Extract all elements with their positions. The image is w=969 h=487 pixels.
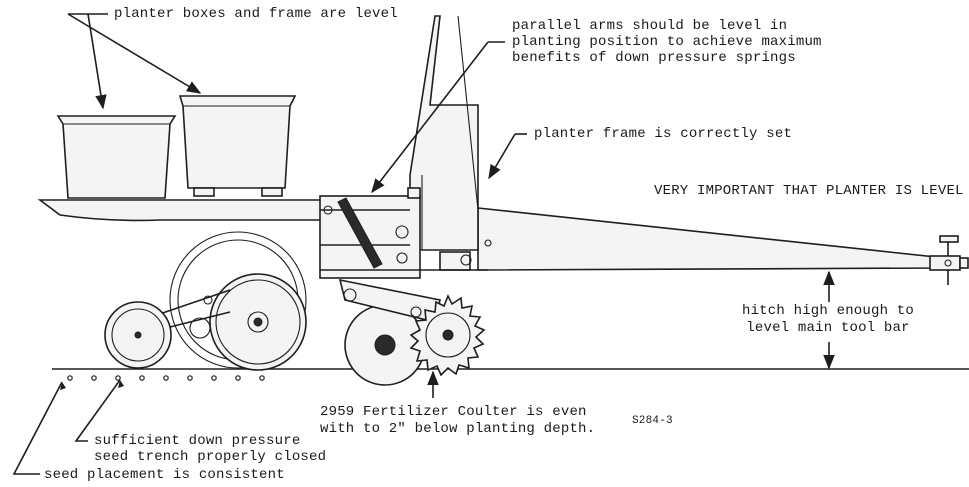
label-frame-set: planter frame is correctly set [534,126,793,142]
tool-bar [477,207,946,271]
label-down-pressure-2: seed trench properly closed [94,449,327,465]
label-hitch-2: level main tool bar [746,320,910,336]
closing-wheel [104,289,231,369]
label-boxes-level: planter boxes and frame are level [114,6,398,22]
label-coulter-2: with to 2" below planting depth. [320,421,596,437]
label-coulter-1: 2959 Fertilizer Coulter is even [320,404,587,420]
gauge-wheel [209,273,307,371]
label-seed-placement: seed placement is consistent [44,467,285,483]
label-parallel-arms-3: benefits of down pressure springs [512,50,796,66]
label-hitch-1: hitch high enough to [741,303,915,319]
label-down-pressure-1: sufficient down pressure [94,433,301,449]
label-parallel-arms-1: parallel arms should be level in [512,18,788,34]
right-planter-box [178,95,297,197]
part-code: S284-3 [632,415,673,427]
seed-frame [37,199,331,222]
seed-dots [67,375,265,381]
left-planter-box [56,115,177,199]
fertilizer-coulter [409,294,486,377]
parallel-arms [319,187,488,279]
label-very-important: VERY IMPORTANT THAT PLANTER IS LEVEL [654,183,964,199]
label-parallel-arms-2: planting position to achieve maximum [512,34,822,50]
hitch [929,235,969,285]
frame-post [409,15,479,251]
